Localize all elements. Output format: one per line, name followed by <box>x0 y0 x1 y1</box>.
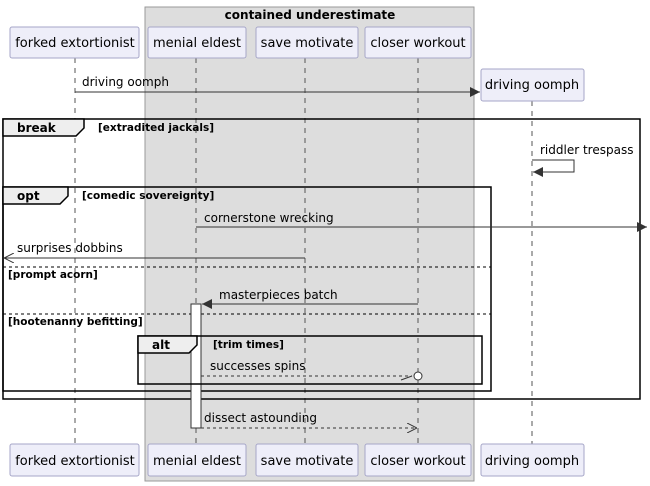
participant-save-motivate-top[interactable]: save motivate <box>255 26 359 59</box>
participant-menial-eldest-top[interactable]: menial eldest <box>147 26 247 59</box>
group-box-title: contained underestimate <box>225 8 396 22</box>
participant-label: menial eldest <box>153 454 241 469</box>
participant-label: forked extortionist <box>15 36 135 51</box>
participant-forked-extortionist-bottom[interactable]: forked extortionist <box>9 443 140 477</box>
message-endpoint-circle <box>413 371 423 381</box>
message-label: dissect astounding <box>204 411 317 425</box>
message-label: cornerstone wrecking <box>204 211 334 225</box>
fragment-alt: alt [trim times] <box>137 335 483 385</box>
participant-label: driving oomph <box>485 454 579 469</box>
message-riddler-trespass: riddler trespass <box>532 143 633 177</box>
fragment-opt: opt [comedic sovereignty] [prompt acorn]… <box>2 186 492 392</box>
participant-label: closer workout <box>370 454 465 469</box>
message-dissect-astounding: dissect astounding <box>201 411 417 428</box>
message-successes-spins: successes spins <box>201 359 423 381</box>
fragment-keyword: opt <box>17 189 40 203</box>
participant-closer-workout-bottom[interactable]: closer workout <box>364 443 472 477</box>
participant-forked-extortionist-top[interactable]: forked extortionist <box>9 26 140 59</box>
fragment-else-guard: [prompt acorn] <box>8 269 98 281</box>
participant-closer-workout-top[interactable]: closer workout <box>364 26 472 59</box>
participant-label: forked extortionist <box>15 454 135 469</box>
participant-driving-oomph-top[interactable]: driving oomph <box>480 68 585 102</box>
fragment-keyword: alt <box>152 338 170 352</box>
participant-save-motivate-bottom[interactable]: save motivate <box>255 443 359 477</box>
participant-label: menial eldest <box>153 36 241 51</box>
activation-bar-menial-eldest <box>190 303 202 429</box>
message-cornerstone-wrecking: cornerstone wrecking <box>196 211 647 232</box>
message-surprises-dobbins: surprises dobbins <box>4 241 305 258</box>
participant-driving-oomph-bottom[interactable]: driving oomph <box>480 443 585 477</box>
fragment-guard: [extradited jackals] <box>98 122 214 134</box>
message-label: surprises dobbins <box>17 241 123 255</box>
message-label: masterpieces batch <box>219 288 338 302</box>
participant-menial-eldest-bottom[interactable]: menial eldest <box>147 443 247 477</box>
participant-label: save motivate <box>261 454 354 469</box>
fragment-guard: [comedic sovereignty] <box>82 190 214 202</box>
message-masterpieces-batch: masterpieces batch <box>202 288 418 309</box>
fragment-keyword: break <box>17 121 57 135</box>
participant-label: closer workout <box>370 36 465 51</box>
message-driving-oomph: driving oomph <box>75 75 480 97</box>
fragment-else-guard: [hootenanny befitting] <box>8 316 143 328</box>
message-label: driving oomph <box>82 75 169 89</box>
fragment-guard: [trim times] <box>213 339 284 351</box>
participant-label: save motivate <box>261 36 354 51</box>
message-label: riddler trespass <box>540 143 633 157</box>
message-label: successes spins <box>210 359 305 373</box>
participant-label: driving oomph <box>485 78 579 93</box>
